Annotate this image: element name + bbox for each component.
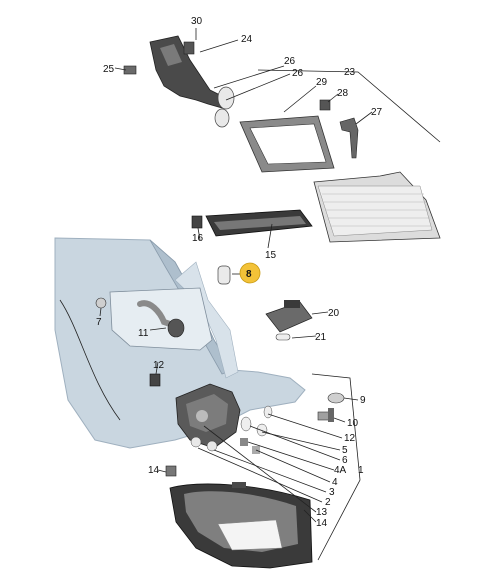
label-25: 25 [103,64,115,75]
washer-9 [327,392,345,404]
inner-lamp-icon [313,171,441,243]
label-15: 15 [265,250,277,261]
label-20: 20 [328,308,340,319]
label-26a: 26 [284,56,296,67]
screw-12 [149,373,161,387]
label-16: 16 [192,233,204,244]
label-3: 3 [329,487,335,498]
stud-10 [317,408,334,422]
label-1: 1 [358,465,364,476]
lamp-strip-15 [191,209,313,237]
label-14b: 14 [316,518,328,529]
callout-labels: 30 24 25 26 26 23 29 28 27 16 15 8 7 11 … [96,16,383,529]
harness-11 [137,300,185,338]
label-23: 23 [344,67,356,78]
label-10: 10 [347,418,359,429]
bracket-27 [339,117,359,159]
label-9: 9 [360,395,366,406]
label-6: 6 [342,455,348,466]
outer-lamp-icon [169,482,313,569]
leader-lines [99,28,441,561]
rear-bulb-holder [175,383,273,454]
label-26b: 26 [292,68,304,79]
label-27: 27 [371,107,383,118]
lamp-gasket [239,115,335,173]
label-12b: 12 [344,433,356,444]
label-29: 29 [316,77,328,88]
label-28: 28 [337,88,349,99]
label-13: 13 [316,507,328,518]
label-11: 11 [138,328,149,339]
label-8: 8 [246,269,252,280]
label-14a: 14 [148,465,160,476]
label-4: 4 [332,477,338,488]
bulb-8 [217,265,231,285]
label-7: 7 [96,317,102,328]
bulb-holder-icon [123,35,235,128]
label-12a: 12 [153,360,165,371]
label-2: 2 [325,497,331,508]
label-4A: 4A [334,465,347,476]
plate-lamp-20 [265,300,313,333]
label-24: 24 [241,34,253,45]
highlight-marker-8 [239,262,261,284]
grommet-7 [95,297,107,309]
label-21: 21 [315,332,327,343]
label-30: 30 [191,16,203,27]
bulb-21 [275,333,291,341]
nut-28 [319,99,331,111]
label-5: 5 [342,445,348,456]
